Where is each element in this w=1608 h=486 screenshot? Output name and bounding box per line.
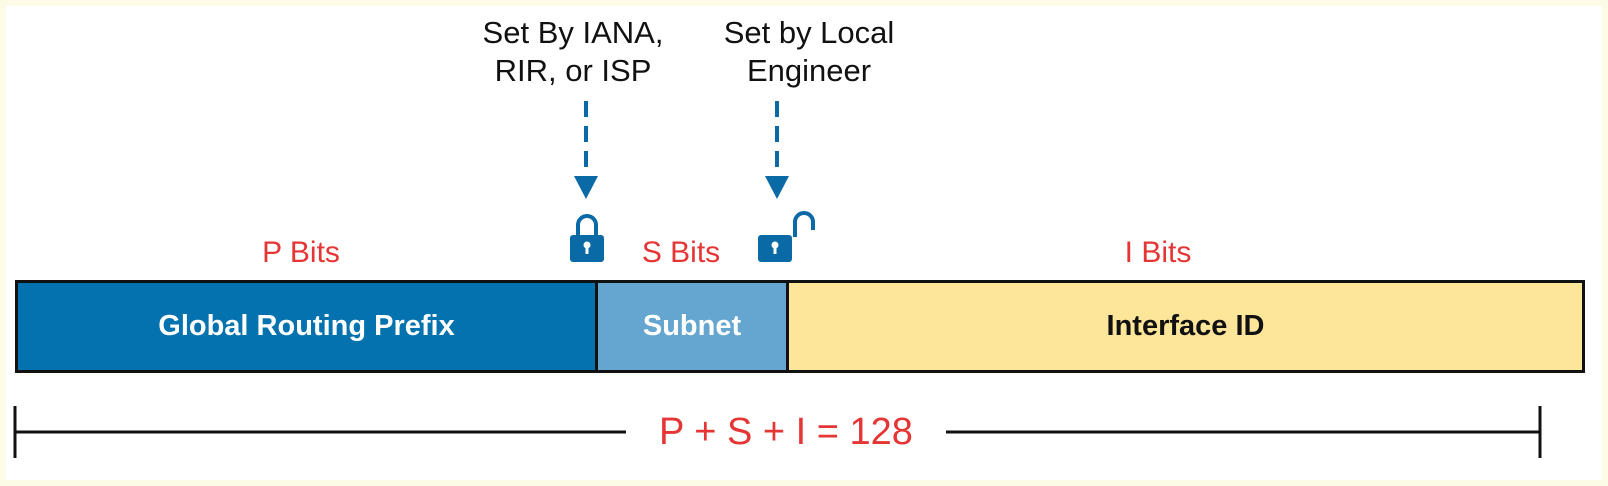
callout-set-by-local-engineer: Set by Local Engineer [694, 14, 924, 90]
global-routing-prefix-segment: Global Routing Prefix [18, 283, 598, 370]
local-dashed-arrow [765, 101, 789, 199]
callout-iana-line2: RIR, or ISP [494, 53, 652, 88]
subnet-segment: Subnet [598, 283, 789, 370]
ipv6-address-structure-bar: Global Routing Prefix Subnet Interface I… [15, 280, 1585, 373]
interface-id-segment: Interface ID [789, 283, 1582, 370]
s-bits-label: S Bits [641, 236, 721, 269]
callout-iana-line1: Set By IANA, [482, 15, 664, 50]
diagram-canvas: Set By IANA, RIR, or ISP Set by Local En… [6, 6, 1602, 480]
locked-padlock-icon [570, 214, 604, 262]
callout-set-by-iana: Set By IANA, RIR, or ISP [458, 14, 688, 90]
diagram-graphics [13, 101, 1542, 458]
callout-local-line1: Set by Local [723, 15, 895, 50]
p-bits-label: P Bits [262, 236, 340, 269]
i-bits-label: I Bits [1124, 236, 1192, 269]
callout-local-line2: Engineer [746, 53, 872, 88]
iana-dashed-arrow [574, 101, 598, 199]
total-bits-formula: P + S + I = 128 [626, 406, 946, 458]
unlocked-padlock-icon [758, 211, 815, 262]
